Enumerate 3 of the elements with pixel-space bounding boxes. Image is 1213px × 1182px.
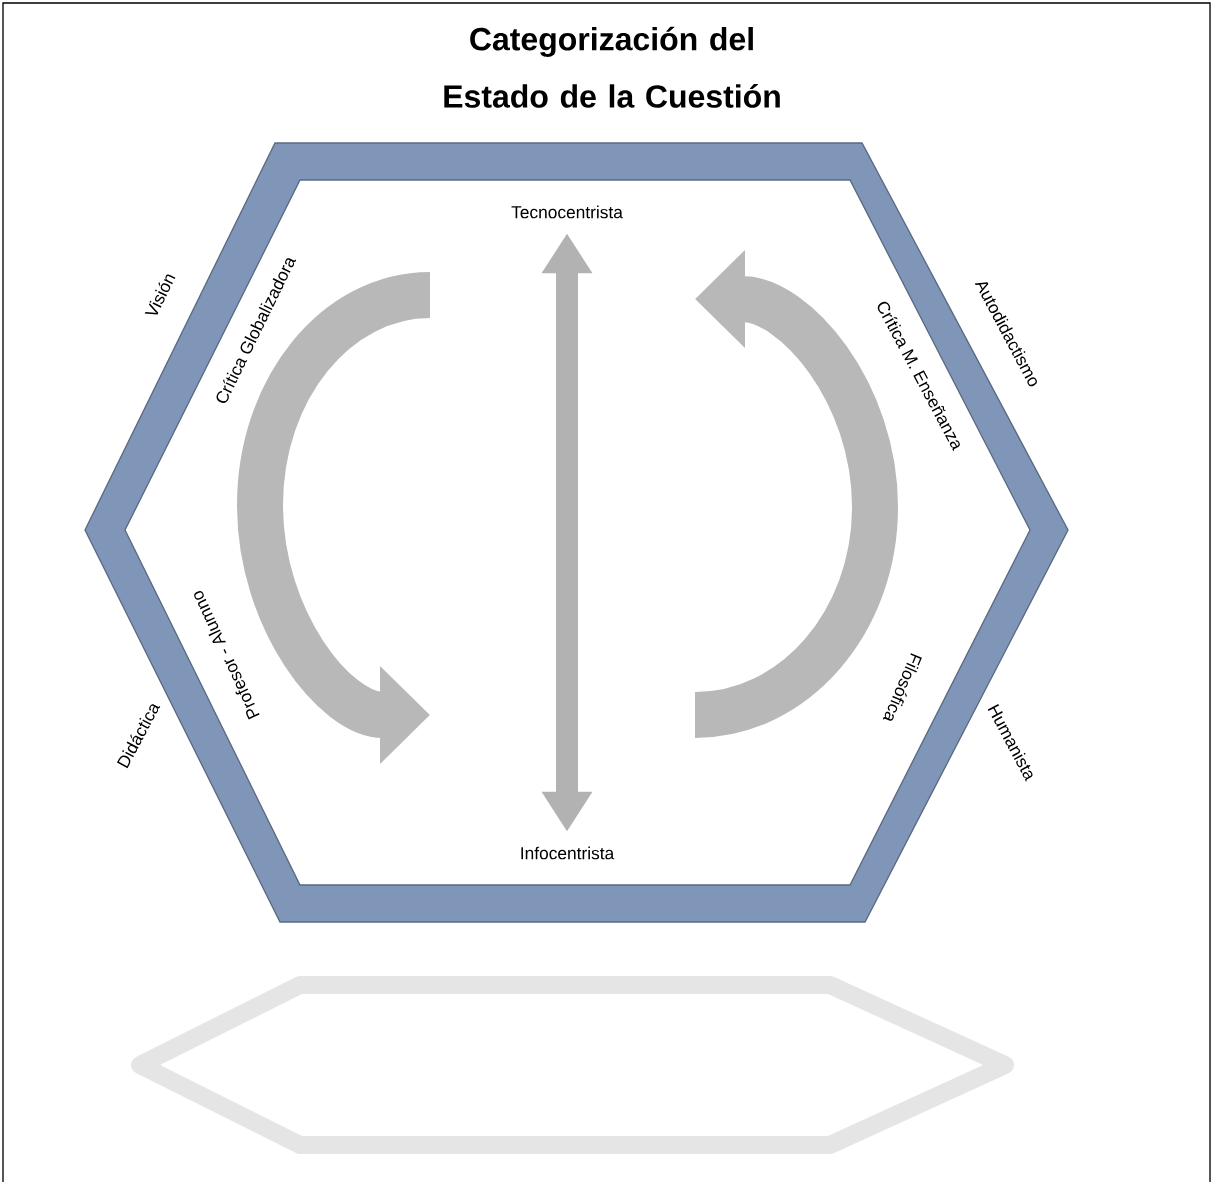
title: Categorización del Estado de la Cuestión: [444, 26, 780, 108]
pole-label: Tecnocentrista: [511, 205, 623, 219]
pole-label: Infocentrista: [521, 846, 615, 860]
